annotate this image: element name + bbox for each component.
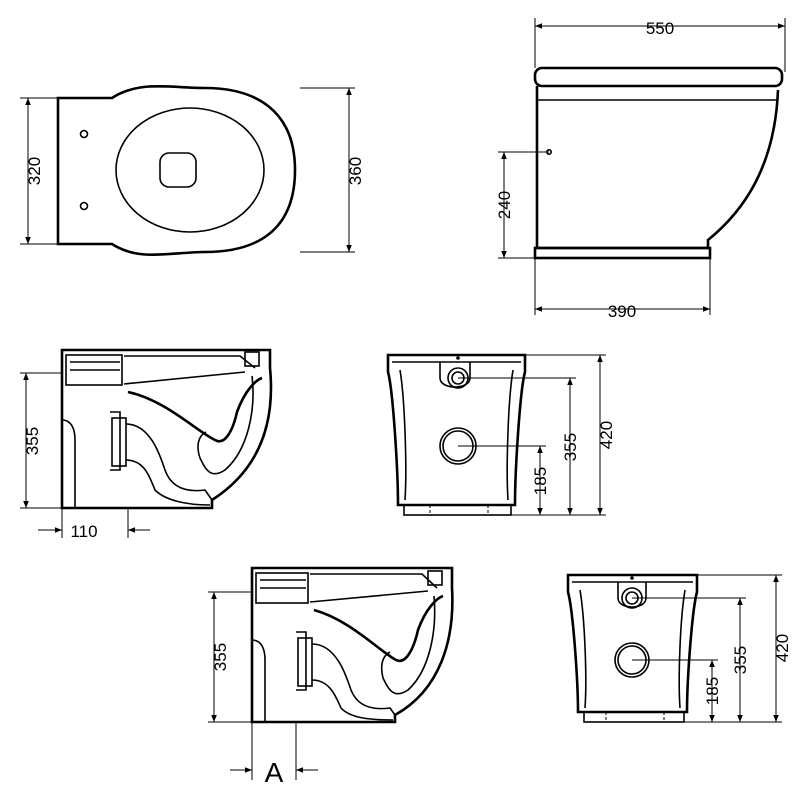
section1-height-dim: 355 (23, 427, 42, 455)
top-view: 320 360 (20, 84, 365, 257)
rear1-total-dim: 420 (597, 421, 616, 449)
section-view-1: 355 110 (20, 348, 273, 541)
top-depth-dim: 360 (346, 157, 365, 185)
section2-offset-label: A (265, 757, 284, 788)
rear2-outlet-dim: 185 (703, 677, 722, 705)
rear-view-1: 185 355 420 (386, 353, 616, 516)
top-width-dim: 320 (25, 157, 44, 185)
rear2-total-dim: 420 (773, 634, 792, 662)
side-height-dim: 240 (495, 191, 514, 219)
side-length-dim: 550 (646, 19, 674, 38)
rear1-inlet-dim: 355 (561, 433, 580, 461)
rear2-inlet-dim: 355 (731, 646, 750, 674)
section1-offset-dim: 110 (70, 522, 97, 541)
rear1-outlet-dim: 185 (531, 467, 550, 495)
section-view-2: 355 A (208, 566, 454, 788)
side-view: 550 240 390 (495, 18, 786, 321)
side-base-dim: 390 (608, 302, 636, 321)
rear-view-2: 185 355 420 (566, 573, 792, 723)
section2-height-dim: 355 (211, 643, 230, 671)
